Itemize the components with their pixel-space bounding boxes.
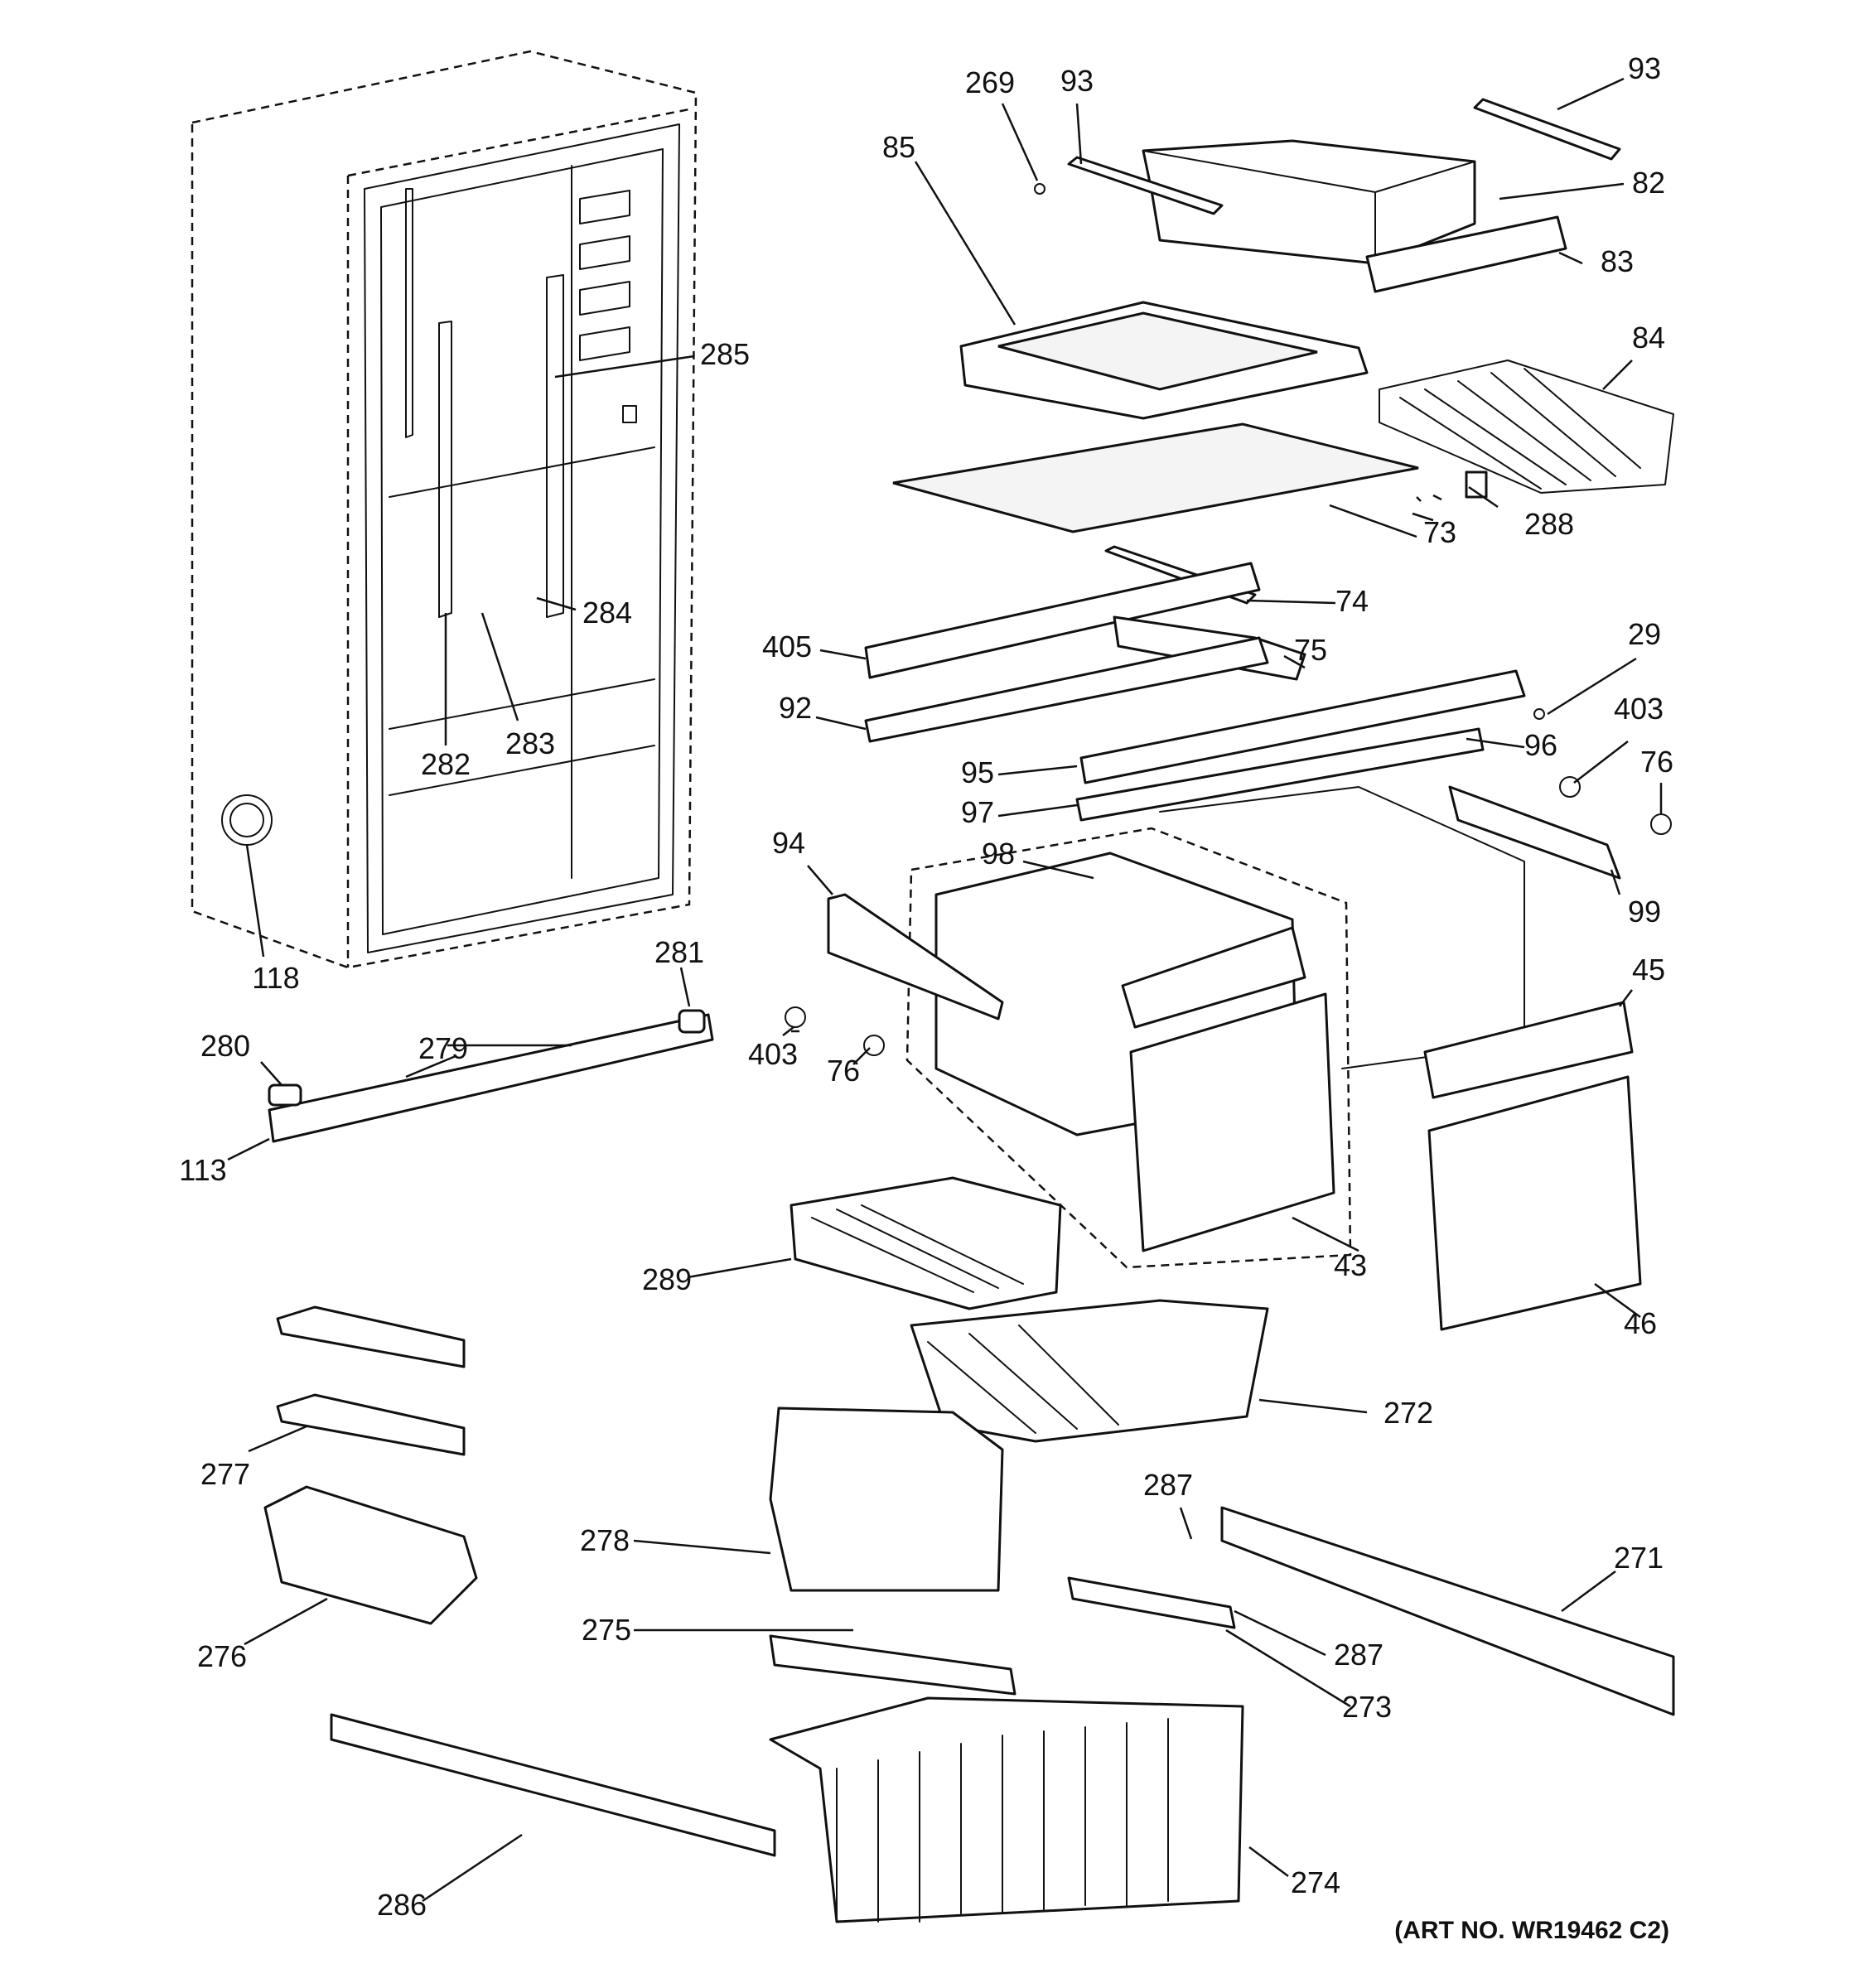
callout-labels: 269 93 93 85 82 83 84 73 288 285 284 282… xyxy=(179,51,1673,1922)
callout-279: 279 xyxy=(418,1031,468,1065)
callout-96: 96 xyxy=(1524,728,1557,762)
callout-93: 93 xyxy=(1060,64,1094,98)
trim-and-ice-parts xyxy=(263,1009,776,1857)
refrigerator-cabinet xyxy=(191,50,698,969)
callout-45: 45 xyxy=(1632,953,1665,987)
leader-lines xyxy=(227,77,1663,1903)
glass-shelf-frame xyxy=(959,301,1369,420)
callout-99: 99 xyxy=(1628,895,1661,929)
callout-118: 118 xyxy=(252,961,299,995)
callout-283: 283 xyxy=(505,726,555,760)
callout-285: 285 xyxy=(700,337,750,371)
callout-97: 97 xyxy=(961,795,994,829)
snack-pan-assembly xyxy=(1034,98,1621,293)
freezer-baskets xyxy=(769,1176,1675,1923)
wire-shelf xyxy=(1379,359,1674,499)
callout-93: 93 xyxy=(1628,51,1661,85)
callout-276: 276 xyxy=(197,1639,247,1673)
art-number: (ART NO. WR19462 C2) xyxy=(1394,1917,1669,1944)
crisper-pans xyxy=(785,776,1672,1331)
callout-82: 82 xyxy=(1632,166,1665,200)
callout-43: 43 xyxy=(1334,1248,1367,1282)
callout-287: 287 xyxy=(1143,1468,1193,1502)
rail-assemblies xyxy=(864,545,1621,880)
callout-273: 273 xyxy=(1342,1690,1392,1724)
callout-74: 74 xyxy=(1335,584,1369,618)
callout-403: 403 xyxy=(748,1037,798,1071)
callout-284: 284 xyxy=(582,596,632,630)
callout-75: 75 xyxy=(1294,633,1327,667)
callout-280: 280 xyxy=(200,1029,250,1063)
callout-271: 271 xyxy=(1614,1541,1664,1575)
callout-29: 29 xyxy=(1628,617,1661,651)
callout-272: 272 xyxy=(1384,1396,1433,1430)
callout-274: 274 xyxy=(1291,1865,1340,1899)
callout-405: 405 xyxy=(762,630,812,663)
callout-277: 277 xyxy=(200,1457,250,1491)
callout-92: 92 xyxy=(779,691,812,725)
callout-403: 403 xyxy=(1614,692,1664,726)
glass-shelf-panel xyxy=(892,422,1419,533)
callout-76: 76 xyxy=(827,1054,860,1088)
callout-269: 269 xyxy=(965,65,1015,99)
callout-95: 95 xyxy=(961,755,994,789)
callout-282: 282 xyxy=(421,747,471,781)
callout-289: 289 xyxy=(642,1262,692,1296)
callout-84: 84 xyxy=(1632,321,1665,355)
callout-275: 275 xyxy=(582,1613,631,1647)
callout-73: 73 xyxy=(1423,515,1456,549)
callout-94: 94 xyxy=(772,826,805,860)
callout-288: 288 xyxy=(1524,507,1574,541)
callout-76: 76 xyxy=(1640,745,1673,779)
callout-83: 83 xyxy=(1601,244,1634,278)
callout-85: 85 xyxy=(882,130,915,164)
callout-278: 278 xyxy=(580,1523,630,1557)
callout-286: 286 xyxy=(377,1888,427,1922)
callout-98: 98 xyxy=(982,837,1015,871)
callout-281: 281 xyxy=(654,935,704,969)
callout-46: 46 xyxy=(1624,1306,1657,1340)
callout-287: 287 xyxy=(1334,1638,1384,1672)
callout-113: 113 xyxy=(179,1153,226,1187)
